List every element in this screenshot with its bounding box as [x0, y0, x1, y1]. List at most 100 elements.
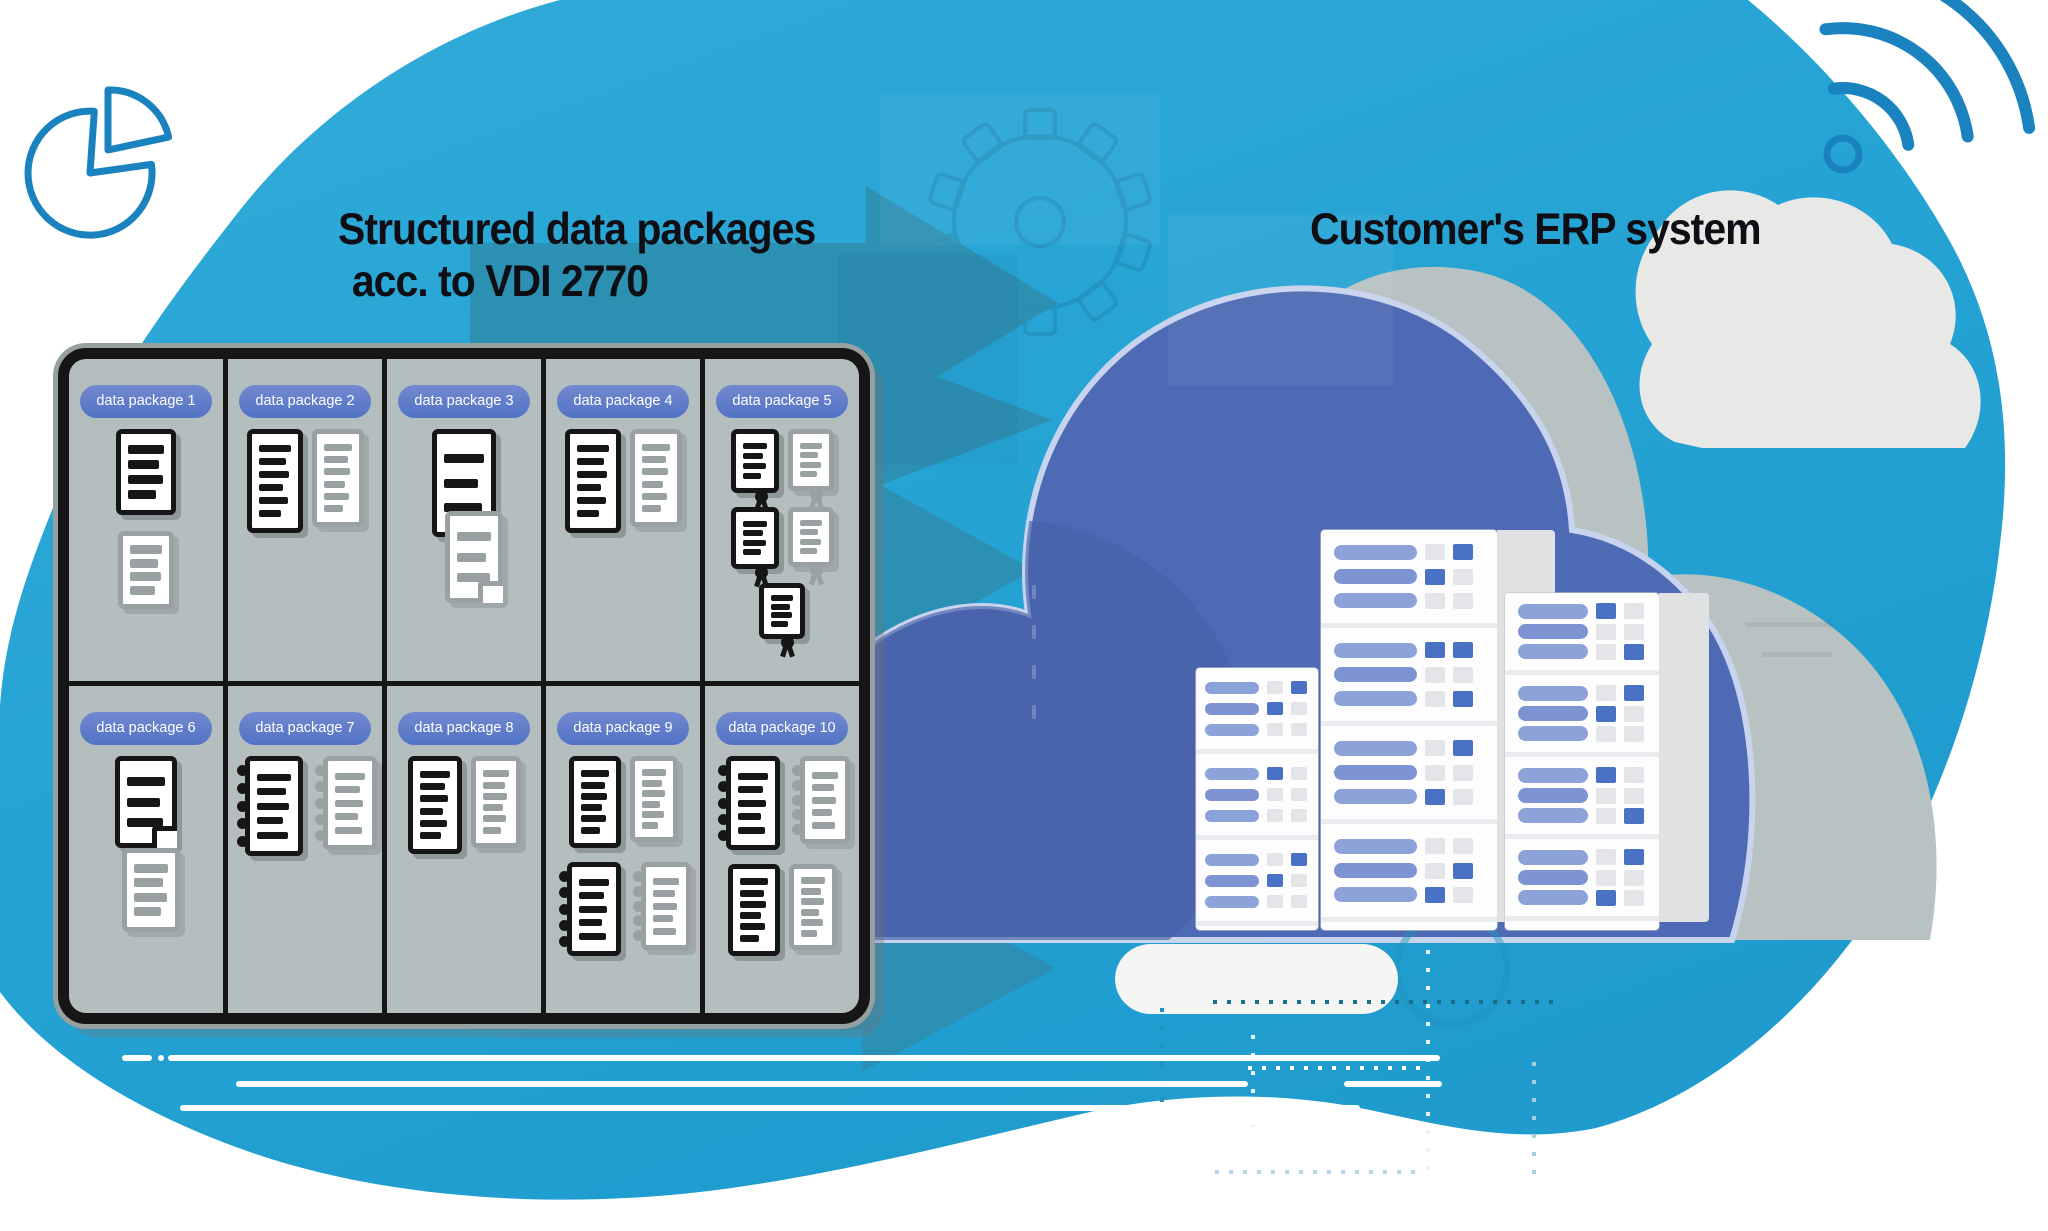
- dotted-line: [1248, 1066, 1430, 1070]
- document-group: [122, 848, 180, 932]
- note-icon: [791, 756, 850, 844]
- document-group: [564, 429, 682, 533]
- certificate-ribbon: [780, 636, 795, 658]
- data-package-cell: data package 5: [705, 359, 859, 681]
- dotted-line-vertical: [1532, 1062, 1536, 1177]
- list-icon: [407, 756, 462, 854]
- data-package-label: data package 9: [557, 712, 689, 745]
- erp-cloud-shade: [771, 520, 1250, 941]
- data-package-label: data package 10: [716, 712, 848, 745]
- server-rack-tower: [1505, 593, 1709, 930]
- server-panel: [1505, 593, 1659, 675]
- speed-line: [168, 1055, 1440, 1061]
- document-group: [727, 864, 837, 956]
- server-panel: [1321, 628, 1497, 726]
- docfold-icon: [115, 756, 177, 848]
- document-icon: [122, 848, 180, 932]
- data-package-cell: data package 6: [69, 686, 223, 1013]
- cert-icon: [787, 429, 834, 510]
- speed-line-fragment: [122, 1055, 152, 1061]
- white-cloud-bottom: [1115, 944, 1398, 1014]
- list-icon: [311, 429, 364, 527]
- data-package-label: data package 3: [398, 385, 530, 418]
- list-icon: [246, 429, 303, 533]
- server-rack: [1505, 593, 1659, 930]
- data-package-cell: data package 4: [546, 359, 700, 681]
- certificate-ribbon: [808, 564, 824, 586]
- certificate-ribbon: [808, 488, 824, 510]
- left-title-line1: Structured data packages: [338, 204, 816, 254]
- data-package-label: data package 7: [239, 712, 371, 745]
- data-package-cell: data package 2: [228, 359, 382, 681]
- cloud-dash: [1762, 652, 1832, 657]
- cert-icon: [759, 583, 805, 658]
- server-rack-side: [1659, 593, 1709, 922]
- document-group: [759, 583, 805, 658]
- server-rack-tower: [1321, 530, 1555, 930]
- docfold-icon: [445, 511, 503, 603]
- data-package-cell: data package 3: [387, 359, 541, 681]
- server-panel: [1505, 839, 1659, 921]
- spiral-rings: [558, 871, 571, 947]
- document-group: [234, 756, 377, 856]
- list-icon: [629, 756, 678, 842]
- list-icon: [727, 864, 780, 956]
- note-icon: [632, 862, 691, 950]
- data-package-label: data package 6: [80, 712, 212, 745]
- server-rack: [1321, 530, 1497, 930]
- folded-corner: [478, 581, 503, 603]
- list-icon: [564, 429, 621, 533]
- folded-corner: [152, 826, 177, 848]
- document-icon: [118, 531, 174, 609]
- list-icon: [568, 756, 621, 848]
- cloud-dashes: [1032, 585, 1036, 745]
- server-rack: [1196, 668, 1318, 930]
- data-package-cell: data package 1: [69, 359, 223, 681]
- document-group: [568, 756, 678, 848]
- spiral-rings: [314, 765, 327, 841]
- spiral-rings: [632, 871, 645, 941]
- packages-grid: data package 1 data package 2 data package…: [58, 348, 870, 1024]
- small-cloud-top-right: [1635, 190, 1981, 448]
- certificate-ribbon: [753, 490, 769, 512]
- document-group: [556, 862, 691, 956]
- document-group: [118, 531, 174, 609]
- data-package-label: data package 4: [557, 385, 689, 418]
- data-package-cell: data package 8: [387, 686, 541, 1013]
- cert-icon: [787, 507, 834, 586]
- dotted-line-vertical: [1251, 1035, 1255, 1127]
- document-group: [730, 429, 834, 512]
- spiral-rings: [791, 765, 804, 835]
- cert-icon: [730, 429, 779, 512]
- data-package-cell: data package 10: [705, 686, 859, 1013]
- document-group: [445, 511, 503, 603]
- cloud-dash: [1745, 622, 1833, 627]
- data-package-cell: data package 7: [228, 686, 382, 1013]
- list-icon: [470, 756, 521, 848]
- data-package-label: data package 1: [80, 385, 212, 418]
- server-panel: [1196, 840, 1318, 926]
- dotted-line: [1213, 1000, 1553, 1004]
- note-icon: [717, 756, 780, 850]
- data-package-label: data package 2: [239, 385, 371, 418]
- document-icon: [116, 429, 176, 515]
- server-panel: [1321, 530, 1497, 628]
- note-icon: [314, 756, 377, 850]
- document-group: [246, 429, 364, 533]
- speed-line-dot: [158, 1055, 164, 1061]
- spiral-rings: [717, 765, 730, 841]
- data-package-cell: data package 9: [546, 686, 700, 1013]
- speed-line: [1344, 1081, 1442, 1087]
- document-group: [116, 429, 176, 515]
- list-icon: [629, 429, 682, 527]
- wifi-signal-icon: [1819, 0, 2036, 174]
- list-icon: [788, 864, 837, 950]
- note-icon: [558, 862, 621, 956]
- document-group: [730, 507, 834, 588]
- document-group: [115, 756, 177, 848]
- document-group: [407, 756, 521, 854]
- server-panel: [1321, 726, 1497, 824]
- cert-icon: [730, 507, 779, 588]
- right-title: Customer's ERP system: [1310, 204, 1762, 254]
- server-panel: [1505, 757, 1659, 839]
